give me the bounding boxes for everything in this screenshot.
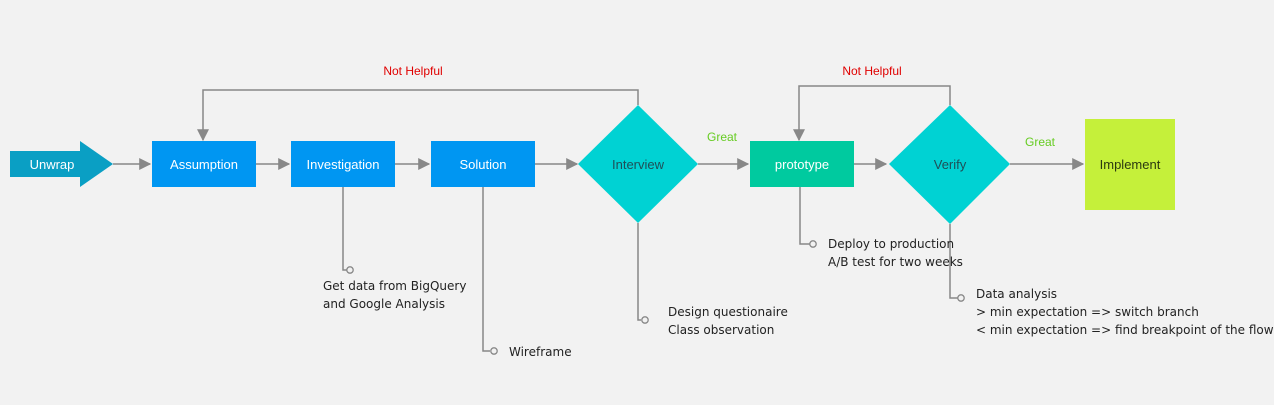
interview-label: Interview <box>612 157 665 172</box>
node-implement[interactable]: Implement <box>1085 119 1175 210</box>
note-connector-prototype <box>799 187 810 245</box>
note-verify-line-3: < min expectation => find breakpoint of … <box>976 323 1274 337</box>
edge-interview-assumption-loop <box>197 89 639 142</box>
solution-box <box>431 141 535 187</box>
note-connector-solution <box>482 187 490 352</box>
note-verify-line-1: Data analysis <box>976 287 1057 301</box>
note-solution-line-1: Wireframe <box>509 345 572 359</box>
note-interview-line-2: Class observation <box>668 323 774 337</box>
prototype-label: prototype <box>775 157 829 172</box>
investigation-label: Investigation <box>307 157 380 172</box>
note-prototype-line-1: Deploy to production <box>828 237 954 251</box>
note-dot-verify <box>957 294 965 302</box>
note-dot-investigation <box>346 266 354 274</box>
prototype-box <box>750 141 854 187</box>
assumption-box <box>152 141 256 187</box>
node-unwrap[interactable]: Unwrap <box>10 141 113 187</box>
node-solution[interactable]: Solution <box>431 141 535 187</box>
note-investigation-line-2: and Google Analysis <box>323 297 445 311</box>
implement-label: Implement <box>1100 157 1161 172</box>
unwrap-shape <box>10 141 113 187</box>
note-connector-investigation <box>342 187 347 271</box>
edge-label-great-2: Great <box>1025 135 1056 149</box>
note-interview: Design questionaire Class observation <box>668 305 788 337</box>
note-verify-line-2: > min expectation => switch branch <box>976 305 1199 319</box>
node-assumption[interactable]: Assumption <box>152 141 256 187</box>
solution-label: Solution <box>460 157 507 172</box>
node-prototype[interactable]: prototype <box>750 141 854 187</box>
note-connector-interview <box>637 223 641 321</box>
note-dot-prototype <box>809 240 817 248</box>
note-dot-interview <box>641 316 649 324</box>
note-investigation: Get data from BigQuery and Google Analys… <box>323 279 466 311</box>
note-interview-line-1: Design questionaire <box>668 305 788 319</box>
verify-label: Verify <box>934 157 967 172</box>
edge-label-not-helpful-2: Not Helpful <box>842 64 901 78</box>
verify-diamond <box>889 105 1010 224</box>
note-prototype-line-2: A/B test for two weeks <box>828 255 963 269</box>
unwrap-label: Unwrap <box>30 157 75 172</box>
note-verify: Data analysis > min expectation => switc… <box>976 287 1274 337</box>
note-dot-solution <box>490 347 498 355</box>
assumption-label: Assumption <box>170 157 238 172</box>
implement-box <box>1085 119 1175 210</box>
edge-verify-prototype-loop <box>793 85 951 142</box>
node-interview[interactable]: Interview <box>578 105 698 223</box>
edge-label-not-helpful-1: Not Helpful <box>383 64 442 78</box>
node-investigation[interactable]: Investigation <box>291 141 395 187</box>
node-verify[interactable]: Verify <box>889 105 1010 224</box>
interview-diamond <box>578 105 698 223</box>
note-investigation-line-1: Get data from BigQuery <box>323 279 466 293</box>
edge-label-great-1: Great <box>707 130 738 144</box>
note-prototype: Deploy to production A/B test for two we… <box>828 237 963 269</box>
investigation-box <box>291 141 395 187</box>
note-connector-verify <box>949 224 958 299</box>
note-solution: Wireframe <box>509 345 572 359</box>
